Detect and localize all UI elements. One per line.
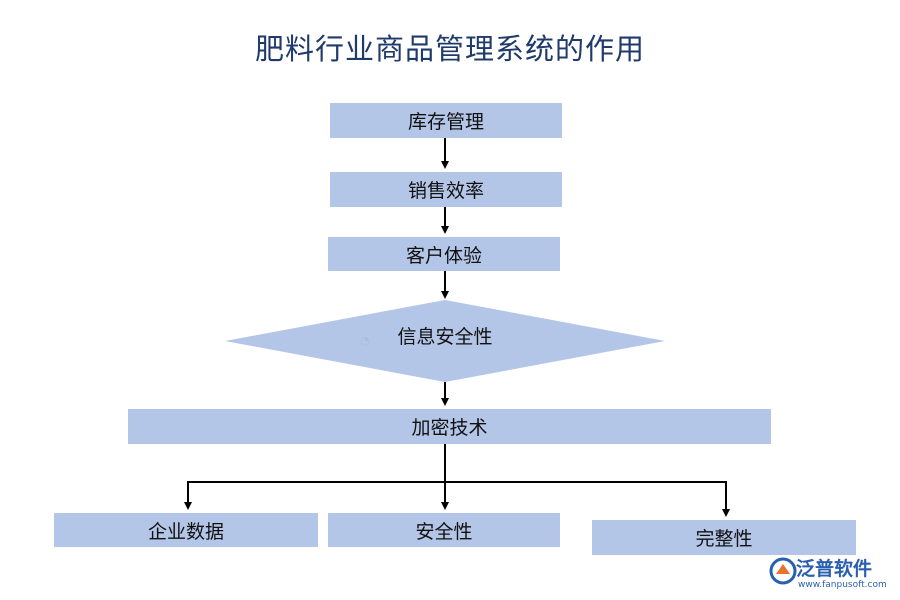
brand-logo: 泛普软件 www.fanpusoft.com	[766, 552, 896, 596]
watermark-icon: ◔	[360, 334, 370, 347]
node-safety: 安全性	[328, 513, 560, 547]
node-sales-efficiency: 销售效率	[330, 172, 562, 207]
node-encryption-technology: 加密技术	[128, 409, 771, 444]
node-information-security: 信息安全性	[397, 326, 493, 348]
node-inventory-management: 库存管理	[330, 103, 562, 138]
brand-logo-url: www.fanpusoft.com	[798, 580, 887, 590]
brand-logo-name: 泛普软件	[796, 558, 873, 580]
decision-diamond	[225, 300, 665, 382]
brand-logo-icon	[769, 557, 797, 585]
node-enterprise-data: 企业数据	[54, 513, 318, 547]
diagram-title: 肥料行业商品管理系统的作用	[254, 32, 645, 66]
node-integrity: 完整性	[592, 520, 856, 555]
node-customer-experience: 客户体验	[328, 237, 560, 271]
